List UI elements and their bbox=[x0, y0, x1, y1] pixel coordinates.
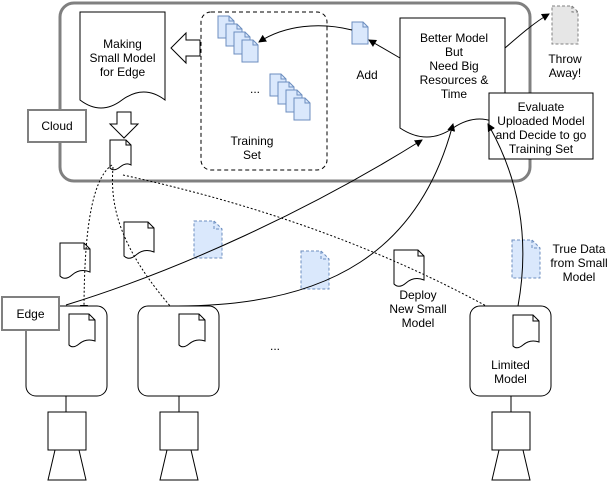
add-label: Add bbox=[356, 68, 378, 82]
training-set-label: Training Set bbox=[230, 134, 274, 162]
throw-away-doc-icon bbox=[551, 5, 579, 45]
throw-away-label: Throw Away! bbox=[548, 52, 582, 80]
small-model-doc-cloud bbox=[109, 139, 132, 171]
deploy-line-edge-2 bbox=[112, 166, 179, 316]
throw-away-arrow bbox=[504, 13, 550, 49]
upload-line-edge-3 bbox=[487, 123, 524, 307]
training-doc-stack-1 bbox=[217, 15, 259, 63]
evaluate-box bbox=[488, 92, 594, 160]
hollow-left-arrow bbox=[170, 31, 201, 65]
upload-line-edge-2 bbox=[177, 123, 456, 307]
deploy-label: Deploy New Small Model bbox=[389, 288, 447, 330]
training-doc-stack-2 bbox=[269, 73, 311, 121]
deploy-line-edge-3 bbox=[122, 174, 514, 322]
deploy-doc-1 bbox=[59, 242, 91, 279]
upload-data-doc-2 bbox=[300, 250, 330, 290]
training-set-dots: ... bbox=[249, 82, 260, 96]
cloud-container bbox=[58, 1, 532, 183]
edge-label: Edge bbox=[16, 307, 45, 321]
true-data-label: True Data from Small Model bbox=[550, 242, 608, 284]
edge-label-box bbox=[1, 296, 60, 331]
add-doc-icon bbox=[351, 21, 369, 45]
add-to-training-arrow bbox=[258, 25, 353, 43]
better-model-label: Better Model But Need Big Resources & Ti… bbox=[419, 31, 489, 101]
edge-device-3 bbox=[469, 305, 552, 481]
edge-device-1 bbox=[25, 305, 108, 481]
edge-device-2 bbox=[137, 305, 220, 481]
deploy-line-edge-1 bbox=[80, 164, 113, 313]
devices-dots: ... bbox=[269, 339, 280, 353]
evaluate-label: Evaluate Uploaded Model and Decide to go… bbox=[495, 100, 587, 156]
better-to-add-arrow bbox=[368, 39, 401, 59]
limited-model-label: Limited Model bbox=[491, 358, 530, 386]
hollow-down-arrow bbox=[108, 111, 140, 139]
training-set-box bbox=[200, 11, 328, 171]
making-small-model-doc bbox=[79, 11, 166, 109]
deploy-doc-2 bbox=[123, 221, 155, 259]
upload-data-doc-3 bbox=[511, 239, 541, 279]
making-small-model-label: Making Small Model for Edge bbox=[89, 37, 156, 79]
cloud-label: Cloud bbox=[41, 119, 73, 133]
cloud-label-box bbox=[27, 109, 87, 143]
upload-line-edge-1 bbox=[65, 139, 423, 306]
